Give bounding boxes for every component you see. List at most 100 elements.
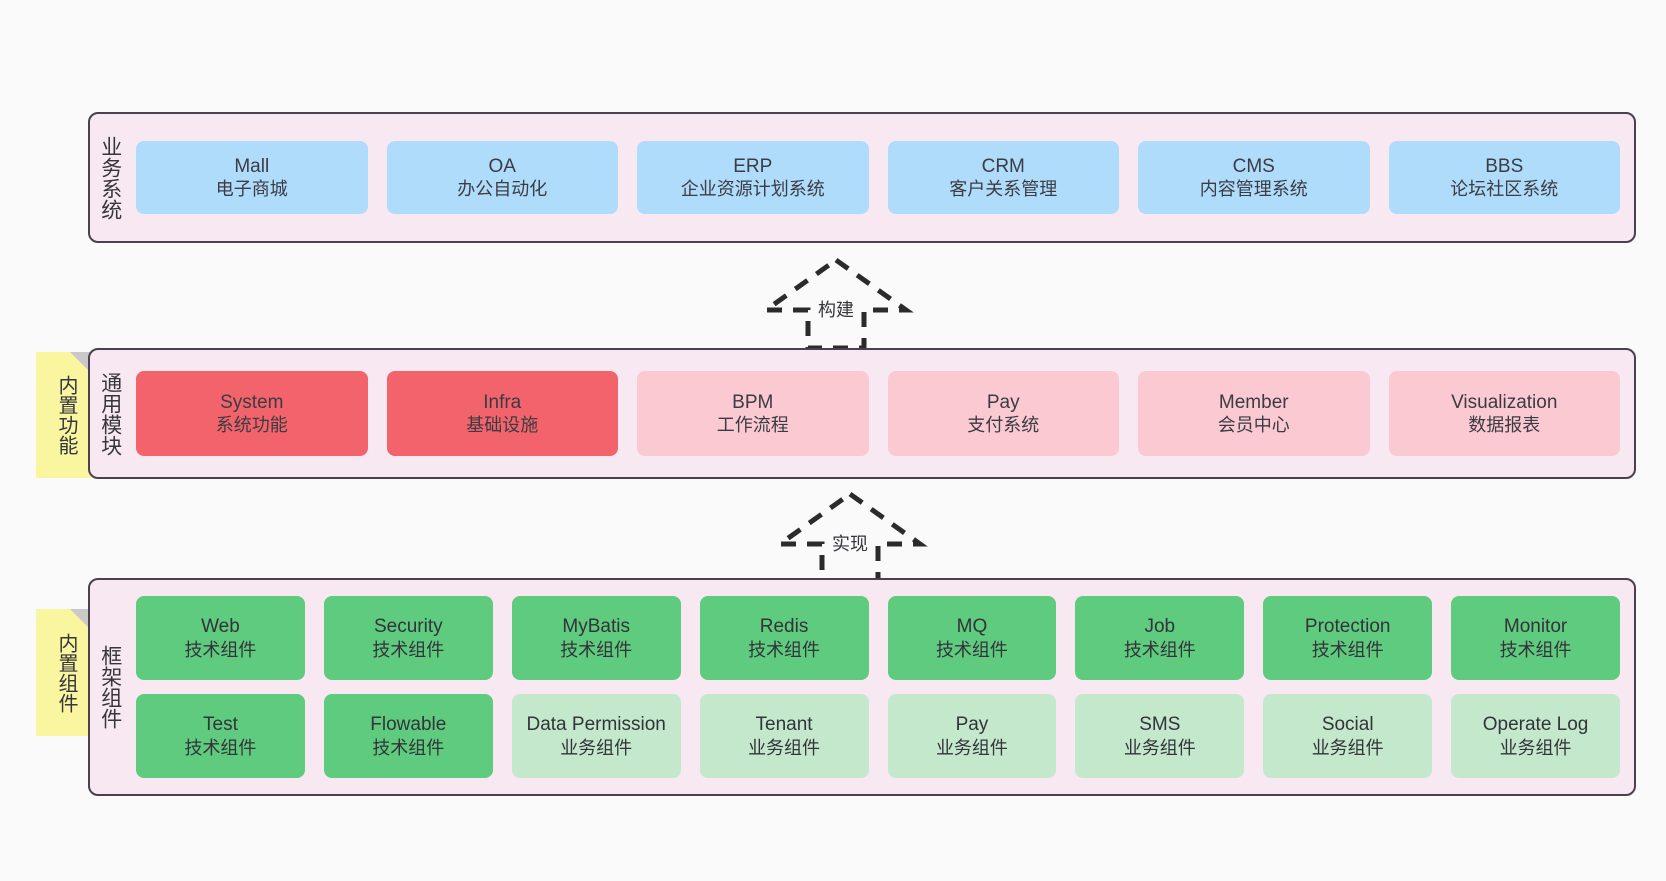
layer-body-framework: Web 技术组件 Security 技术组件 MyBatis 技术组件 Redi…: [130, 580, 1634, 794]
card-test[interactable]: Test 技术组件: [136, 694, 305, 778]
card-web[interactable]: Web 技术组件: [136, 596, 305, 680]
card-social[interactable]: Social 业务组件: [1263, 694, 1433, 778]
layer-title-framework: 框架组件: [98, 645, 122, 729]
card-name: CRM: [981, 155, 1025, 177]
card-desc: 技术组件: [1311, 639, 1384, 660]
card-desc: 业务组件: [1311, 737, 1384, 758]
card-erp[interactable]: ERP 企业资源计划系统: [637, 141, 869, 214]
card-desc: 技术组件: [184, 639, 257, 660]
card-bpm[interactable]: BPM 工作流程: [637, 371, 869, 456]
card-desc: 客户关系管理: [949, 179, 1058, 200]
card-desc: 基础设施: [466, 415, 539, 436]
card-name: Tenant: [755, 714, 813, 736]
card-name: BPM: [732, 391, 774, 413]
card-name: System: [220, 391, 284, 413]
page-fold-icon: [70, 352, 92, 374]
card-desc: 办公自动化: [457, 179, 548, 200]
card-desc: 技术组件: [748, 639, 821, 660]
card-visualization[interactable]: Visualization 数据报表: [1388, 371, 1620, 456]
layer-title-modules: 通用模块: [98, 371, 122, 456]
card-member[interactable]: Member 会员中心: [1138, 371, 1370, 456]
card-name: Redis: [759, 616, 809, 638]
card-system[interactable]: System 系统功能: [136, 371, 368, 456]
card-name: BBS: [1485, 155, 1524, 177]
card-name: Operate Log: [1482, 714, 1589, 736]
card-operate-log[interactable]: Operate Log 业务组件: [1451, 694, 1620, 778]
card-name: Infra: [483, 391, 522, 413]
card-sms[interactable]: SMS 业务组件: [1075, 694, 1245, 778]
card-desc: 技术组件: [184, 737, 257, 758]
card-desc: 业务组件: [1499, 737, 1572, 758]
connector-build: 构建: [756, 256, 916, 351]
card-name: Monitor: [1503, 616, 1568, 638]
card-security[interactable]: Security 技术组件: [323, 596, 493, 680]
layer-common-modules: 通用模块 System 系统功能 Infra 基础设施 BPM 工作流程 Pay…: [88, 348, 1636, 479]
card-name: Pay: [986, 391, 1020, 413]
card-desc: 会员中心: [1217, 415, 1290, 436]
card-oa[interactable]: OA 办公自动化: [386, 141, 618, 214]
card-name: Web: [201, 616, 240, 638]
card-pay-component[interactable]: Pay 业务组件: [887, 694, 1057, 778]
card-name: Job: [1144, 616, 1176, 638]
card-desc: 企业资源计划系统: [680, 179, 825, 200]
connector-implement: 实现: [770, 490, 930, 585]
card-mall[interactable]: Mall 电子商城: [136, 141, 368, 214]
card-row: System 系统功能 Infra 基础设施 BPM 工作流程 Pay 支付系统…: [136, 371, 1620, 456]
sticky-note-builtin-function: 内置功能: [36, 352, 92, 478]
card-name: Mall: [234, 155, 270, 177]
card-desc: 技术组件: [1123, 639, 1196, 660]
card-name: Pay: [955, 714, 989, 736]
card-desc: 技术组件: [935, 639, 1008, 660]
card-flowable[interactable]: Flowable 技术组件: [323, 694, 493, 778]
card-desc: 业务组件: [1123, 737, 1196, 758]
card-row: Mall 电子商城 OA 办公自动化 ERP 企业资源计划系统 CRM 客户关系…: [136, 141, 1620, 214]
card-mq[interactable]: MQ 技术组件: [887, 596, 1057, 680]
card-mybatis[interactable]: MyBatis 技术组件: [511, 596, 681, 680]
card-name: SMS: [1139, 714, 1181, 736]
card-name: Security: [373, 616, 443, 638]
card-tenant[interactable]: Tenant 业务组件: [699, 694, 869, 778]
connector-label: 实现: [830, 530, 870, 556]
card-name: OA: [488, 155, 516, 177]
card-desc: 论坛社区系统: [1450, 179, 1559, 200]
card-desc: 业务组件: [935, 737, 1008, 758]
layer-framework-components: 框架组件 Web 技术组件 Security 技术组件 MyBatis 技术组件…: [88, 578, 1636, 796]
sticky-note-label: 内置组件: [55, 632, 77, 713]
card-desc: 业务组件: [748, 737, 821, 758]
card-crm[interactable]: CRM 客户关系管理: [887, 141, 1119, 214]
layer-body-business: Mall 电子商城 OA 办公自动化 ERP 企业资源计划系统 CRM 客户关系…: [130, 114, 1634, 241]
card-desc: 业务组件: [560, 737, 633, 758]
card-name: Data Permission: [526, 714, 666, 736]
card-name: Visualization: [1451, 391, 1558, 413]
card-monitor[interactable]: Monitor 技术组件: [1451, 596, 1620, 680]
card-name: CMS: [1232, 155, 1275, 177]
page-fold-icon: [70, 609, 92, 631]
card-desc: 支付系统: [967, 415, 1040, 436]
sticky-note-label: 内置功能: [55, 375, 77, 455]
card-name: Member: [1218, 391, 1289, 413]
card-desc: 技术组件: [1499, 639, 1572, 660]
card-job[interactable]: Job 技术组件: [1075, 596, 1245, 680]
card-data-permission[interactable]: Data Permission 业务组件: [511, 694, 681, 778]
layer-title-business: 业务系统: [98, 135, 122, 220]
card-desc: 技术组件: [372, 737, 445, 758]
card-row: Test 技术组件 Flowable 技术组件 Data Permission …: [136, 694, 1620, 778]
card-row: Web 技术组件 Security 技术组件 MyBatis 技术组件 Redi…: [136, 596, 1620, 680]
sticky-note-builtin-component: 内置组件: [36, 609, 92, 736]
card-cms[interactable]: CMS 内容管理系统: [1138, 141, 1370, 214]
card-infra[interactable]: Infra 基础设施: [386, 371, 618, 456]
card-pay[interactable]: Pay 支付系统: [887, 371, 1119, 456]
card-name: Social: [1321, 714, 1374, 736]
card-bbs[interactable]: BBS 论坛社区系统: [1388, 141, 1620, 214]
card-desc: 技术组件: [372, 639, 445, 660]
layer-business-systems: 业务系统 Mall 电子商城 OA 办公自动化 ERP 企业资源计划系统 CRM…: [88, 112, 1636, 243]
card-redis[interactable]: Redis 技术组件: [699, 596, 869, 680]
card-desc: 数据报表: [1468, 415, 1541, 436]
card-name: Flowable: [370, 714, 447, 736]
card-desc: 技术组件: [560, 639, 633, 660]
card-protection[interactable]: Protection 技术组件: [1263, 596, 1433, 680]
card-name: Test: [203, 714, 238, 736]
card-name: MQ: [956, 616, 988, 638]
card-desc: 工作流程: [716, 415, 789, 436]
